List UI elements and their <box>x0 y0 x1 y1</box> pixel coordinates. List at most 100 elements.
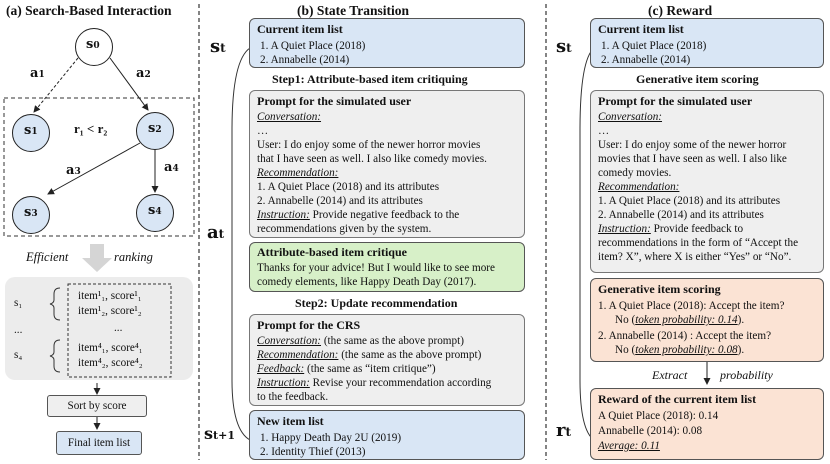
panel-c-title: (c) Reward <box>648 3 713 18</box>
ranking-item-row: item¹₂, score¹₂ <box>78 305 142 317</box>
state-label-s0: s0 <box>86 37 100 52</box>
current-item: 1. A Quiet Place (2018) <box>260 40 366 52</box>
crs-instruction: Instruction: Revise your recommendation … <box>257 377 492 389</box>
action-label-a3: a3 <box>66 163 81 178</box>
new-item-list-title: New item list <box>257 414 324 428</box>
reward-average: Average: 0.11 <box>598 440 660 452</box>
state-node-s1 <box>12 114 50 152</box>
state-label-s2: s2 <box>148 121 162 136</box>
generative-scoring-header: Generative item scoring <box>636 72 759 86</box>
crs-prompt-title: Prompt for the CRS <box>257 318 361 332</box>
recommendation-item: 2. Annabelle (2014) and its attributes <box>257 195 423 207</box>
current-item: 2. Annabelle (2014) <box>601 54 691 66</box>
score-line: 2. Annabelle (2014) : Accept the item? <box>598 330 772 342</box>
ranking-state-s4: s₄ <box>14 349 23 361</box>
item-critique-box: Attribute-based item critique Thanks for… <box>249 242 525 292</box>
user-utterance: that I have seen as well. I also like co… <box>257 153 487 165</box>
score-line: No (token probability: 0.08). <box>615 344 745 356</box>
ranking-item-row: item⁴₁, score⁴₁ <box>78 342 143 354</box>
recommendation-label: Recommendation: <box>257 167 339 179</box>
panel-a-title: (a) Search-Based Interaction <box>6 3 172 18</box>
state-label-s3: s3 <box>24 205 38 220</box>
action-label-a4: a4 <box>164 160 179 175</box>
state-node-s4 <box>136 194 174 232</box>
recommendation-label: Recommendation: <box>598 181 680 193</box>
crs-conversation: Conversation: (the same as the above pro… <box>257 335 464 347</box>
state-st-label: st <box>210 36 226 57</box>
prompt-title: Prompt for the simulated user <box>598 94 753 108</box>
crs-feedback: Feedback: (the same as “item critique”) <box>257 363 436 375</box>
efficient-label: Efficient <box>26 250 69 264</box>
generative-scoring-box: Generative item scoring 1. A Quiet Place… <box>590 278 824 362</box>
new-item-list-box: New item list 1. Happy Death Day 2U (201… <box>249 410 525 460</box>
step1-header: Step1: Attribute-based item critiquing <box>272 72 468 86</box>
scoring-title: Generative item scoring <box>598 282 721 296</box>
sort-by-score-box: Sort by score <box>47 395 147 417</box>
user-utterance: comedy movies. <box>598 167 672 179</box>
recommendation-item: 1. A Quiet Place (2018) and its attribut… <box>257 181 440 193</box>
reward-title: Reward of the current item list <box>598 392 757 406</box>
reward-value: A Quiet Place (2018): 0.14 <box>598 410 719 422</box>
sort-by-score-label: Sort by score <box>67 400 127 412</box>
ranking-item-row: item⁴₂, score⁴₂ <box>78 357 143 369</box>
state-node-s2 <box>136 112 174 150</box>
crs-recommendation: Recommendation: (the same as the above p… <box>257 349 482 361</box>
instruction-line: Instruction: Provide negative feedback t… <box>257 209 460 221</box>
ranking-panel <box>5 277 193 380</box>
reward-rt-label: rt <box>556 420 572 441</box>
state-label-s4: s4 <box>148 203 162 218</box>
simulated-user-prompt-box: Prompt for the simulated user Conversati… <box>249 90 525 238</box>
prompt-title: Prompt for the simulated user <box>257 94 412 108</box>
score-line: No (token probability: 0.14). <box>615 314 745 326</box>
recommendation-item: 1. A Quiet Place (2018) and its attribut… <box>598 195 781 207</box>
new-item: 1. Happy Death Day 2U (2019) <box>260 432 402 444</box>
score-line: 1. A Quiet Place (2018): Accept the item… <box>598 300 785 312</box>
conversation-label: Conversation: <box>598 111 663 123</box>
conversation-label: Conversation: <box>257 111 322 123</box>
critique-title: Attribute-based item critique <box>257 245 407 259</box>
critique-text: Thanks for your advice! But I would like… <box>257 262 495 274</box>
extract-label: Extract <box>652 368 688 382</box>
state-label-s1: s1 <box>24 123 38 138</box>
instruction-line: item? X”, where X is either “Yes” or “No… <box>598 251 792 263</box>
crs-prompt-box: Prompt for the CRS Conversation: (the sa… <box>249 314 525 406</box>
current-item: 1. A Quiet Place (2018) <box>601 40 707 52</box>
probability-label: probability <box>720 368 773 382</box>
ranking-state-s1: s₁ <box>14 297 23 309</box>
state-node-s3 <box>12 196 50 234</box>
ranking-brackets <box>49 283 172 378</box>
current-item: 2. Annabelle (2014) <box>260 54 350 66</box>
ranking-label: ranking <box>114 250 153 264</box>
instruction-line: Instruction: Provide feedback to <box>598 223 744 235</box>
instruction-line: recommendations in the form of “Accept t… <box>598 237 799 249</box>
panel-b-title: (b) State Transition <box>297 3 410 18</box>
current-item-list-title: Current item list <box>598 22 684 36</box>
crs-instruction: to the feedback. <box>257 391 329 403</box>
current-item-list-box: Current item list 1. A Quiet Place (2018… <box>249 18 525 68</box>
search-tree-edges <box>3 57 195 430</box>
user-utterance: User: I do enjoy some of the newer horro… <box>598 139 787 151</box>
state-st1-label: st+1 <box>204 424 235 443</box>
final-item-list-box: Final item list <box>56 431 142 455</box>
step2-header: Step2: Update recommendation <box>295 296 458 310</box>
state-node-s0 <box>75 28 113 66</box>
ranking-ellipsis-left: ... <box>14 324 23 336</box>
user-utterance: movies that I have seen as well. I also … <box>598 153 787 165</box>
reward-relation: r₁ < r₂ <box>74 121 108 136</box>
current-item-list-title: Current item list <box>257 22 343 36</box>
user-utterance: User: I do enjoy some of the newer horro… <box>257 139 481 151</box>
conversation-ellipsis: … <box>598 125 610 137</box>
recommendation-item: 2. Annabelle (2014) and its attributes <box>598 209 764 221</box>
reward-box: Reward of the current item list A Quiet … <box>590 388 824 460</box>
action-label-a2: a2 <box>136 66 151 81</box>
final-item-list-label: Final item list <box>67 437 131 449</box>
action-at-label: at <box>207 222 225 243</box>
action-label-a1: a1 <box>30 66 45 81</box>
current-item-list-box-c: Current item list 1. A Quiet Place (2018… <box>590 18 824 68</box>
conversation-ellipsis: … <box>257 125 269 137</box>
critique-text: comedy elements, like Happy Death Day (2… <box>257 276 477 288</box>
instruction-line: recommendations given by the system. <box>257 223 432 235</box>
